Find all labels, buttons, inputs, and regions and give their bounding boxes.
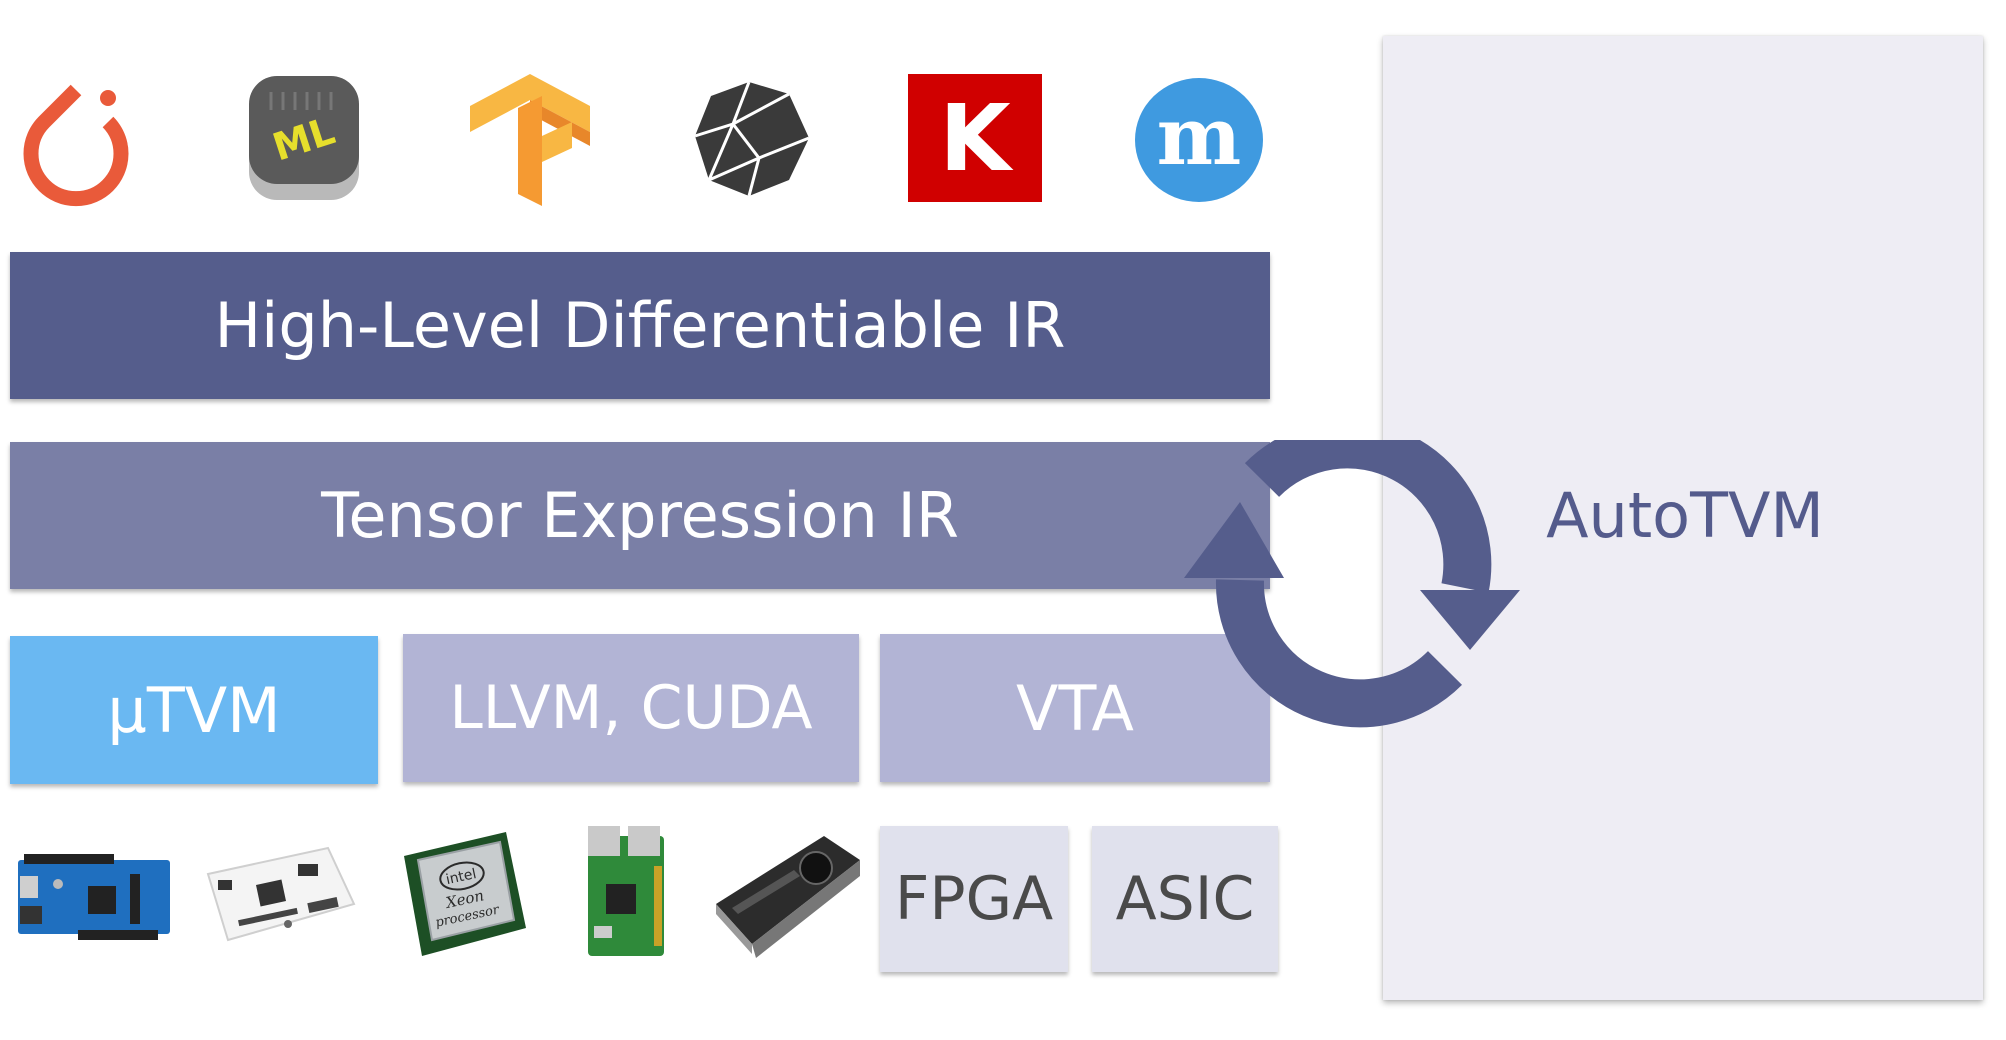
keras-logo-text: K [939, 85, 1014, 192]
fpga-box: FPGA [880, 826, 1068, 972]
arduino-board-icon [18, 854, 170, 940]
framework-logos: ML K m [0, 60, 1300, 220]
pytorch-logo-icon [23, 84, 129, 207]
raspberry-pi-icon [588, 826, 664, 956]
intel-brand-text: intel [444, 866, 477, 888]
gpu-card-icon [716, 836, 860, 958]
utvm-bar: µTVM [10, 636, 378, 784]
tensorflow-logo-icon [470, 74, 590, 206]
tensor-expression-ir-bar: Tensor Expression IR [10, 442, 1270, 589]
high-level-ir-bar: High-Level Differentiable IR [10, 252, 1270, 399]
dev-board-icon [206, 846, 356, 942]
asic-box: ASIC [1092, 826, 1278, 972]
cycle-arrows-icon [1184, 440, 1520, 728]
hardware-devices: intel Xeon processor [0, 820, 880, 980]
mxnet-logo-icon: m [1135, 78, 1263, 202]
mxnet-logo-text: m [1157, 89, 1242, 183]
autotvm-label: AutoTVM [1546, 478, 1824, 552]
llvm-cuda-bar: LLVM, CUDA [403, 634, 859, 782]
coreml-logo-icon: ML [249, 76, 359, 200]
vta-bar: VTA [880, 634, 1270, 782]
intel-xeon-chip-icon: intel Xeon processor [404, 832, 526, 956]
keras-logo-icon: K [908, 74, 1042, 202]
polyhedron-logo-icon [694, 81, 810, 197]
